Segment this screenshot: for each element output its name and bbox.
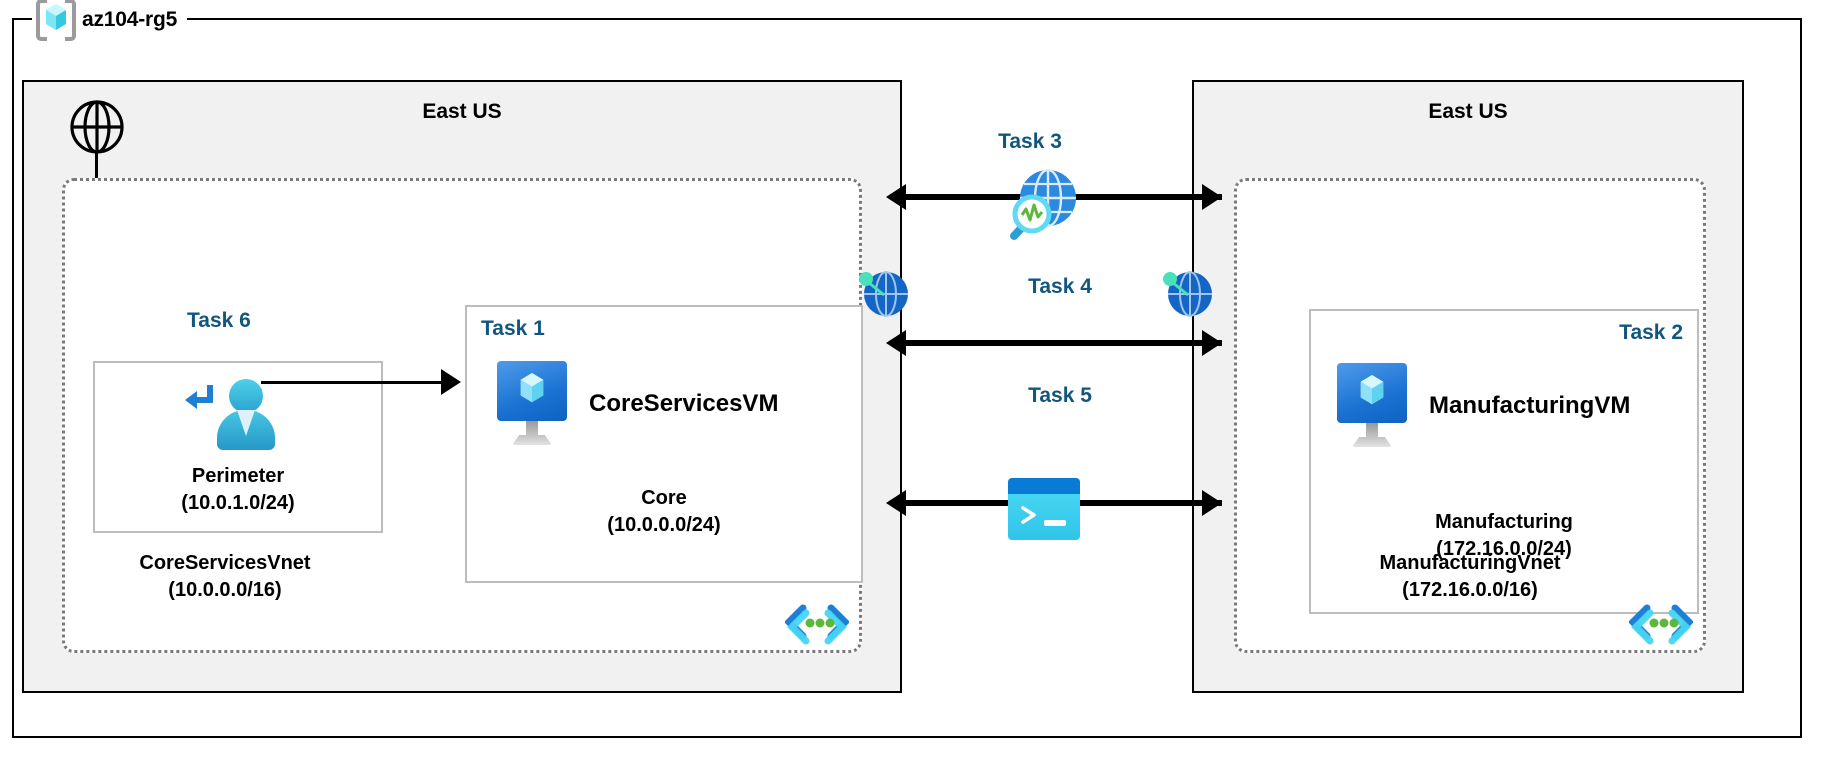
globe-icon (70, 100, 124, 154)
region-box-left: East US Perimeter (10.0.1.0 (22, 80, 902, 693)
resource-group-name: az104-rg5 (82, 8, 178, 31)
virtual-machine-icon (1337, 363, 1407, 449)
subnet-manufacturing: Task 2 ManufacturingVM Manufactu (1309, 309, 1699, 614)
resource-group-header: az104-rg5 (32, 0, 188, 41)
connector-task4-line (900, 340, 1222, 346)
vnet-manufacturing-name: ManufacturingVnet (1379, 552, 1561, 574)
subnet-core: Task 1 CoreServicesVM Core (465, 305, 863, 583)
vnet-core-services: Perimeter (10.0.1.0/24) Task 6 Task 1 (62, 178, 863, 653)
cloud-shell-icon (1008, 478, 1080, 540)
vnet-core-services-cidr: (10.0.0.0/16) (168, 579, 282, 601)
code-brackets-icon (785, 604, 849, 645)
subnet-perimeter-cidr: (10.0.1.0/24) (181, 492, 295, 514)
connector-label-task3: Task 3 (998, 130, 1062, 153)
task-tag-2: Task 2 (1619, 321, 1683, 344)
cube-glyph (46, 4, 66, 30)
vnet-manufacturing: Task 2 ManufacturingVM Manufactu (1234, 178, 1706, 653)
region-box-right: East US Task 2 ManufacturingVM (1192, 80, 1744, 693)
virtual-machine-icon (497, 361, 567, 447)
connector-label-task5: Task 5 (1028, 384, 1092, 407)
connector-label-task4: Task 4 (1028, 275, 1092, 298)
code-brackets-icon (1629, 604, 1693, 645)
vnet-peering-icon (854, 262, 910, 322)
subnet-manufacturing-name: Manufacturing (1435, 511, 1573, 533)
connector-task5-arrow-left (886, 490, 906, 516)
login-arrow-icon (185, 385, 213, 409)
vm-label-manufacturingvm: ManufacturingVM (1429, 392, 1631, 419)
vnet-core-services-caption: CoreServicesVnet (10.0.0.0/16) (0, 550, 625, 604)
connector-task3-arrow-right (1202, 184, 1222, 210)
cube-glyph (520, 373, 544, 403)
vm-label-coreservicesvm: CoreServicesVM (589, 390, 779, 417)
network-watcher-icon (1000, 162, 1082, 242)
subnet-core-name: Core (641, 487, 687, 509)
region-title-left: East US (422, 100, 502, 123)
azure-resource-group-icon (36, 0, 76, 41)
subnet-core-cidr: (10.0.0.0/24) (607, 514, 721, 536)
subnet-manufacturing-cidr: (172.16.0.0/24) (1436, 538, 1572, 560)
vnet-manufacturing-caption: ManufacturingVnet (172.16.0.0/16) (1237, 550, 1703, 604)
perimeter-to-core-line (261, 381, 441, 384)
resource-group-container: az104-rg5 (12, 0, 1802, 738)
task-tag-1: Task 1 (481, 317, 545, 340)
prompt-chevron-icon (1021, 506, 1036, 524)
cube-glyph (1360, 375, 1384, 405)
vnet-core-services-name: CoreServicesVnet (139, 552, 311, 574)
task-tag-6: Task 6 (187, 309, 251, 332)
subnet-perimeter: Perimeter (10.0.1.0/24) (93, 361, 383, 533)
vnet-manufacturing-cidr: (172.16.0.0/16) (1402, 579, 1538, 601)
bastion-user-icon (185, 377, 275, 451)
region-title-right: East US (1428, 100, 1508, 123)
vnet-peering-icon (1158, 262, 1214, 322)
subnet-perimeter-name: Perimeter (191, 465, 285, 487)
connector-task5-arrow-right (1202, 490, 1222, 516)
connector-task3-arrow-left (886, 184, 906, 210)
connector-task4-arrow-left (886, 330, 906, 356)
connector-task4-arrow-right (1202, 330, 1222, 356)
arrow-right-icon (441, 369, 461, 395)
